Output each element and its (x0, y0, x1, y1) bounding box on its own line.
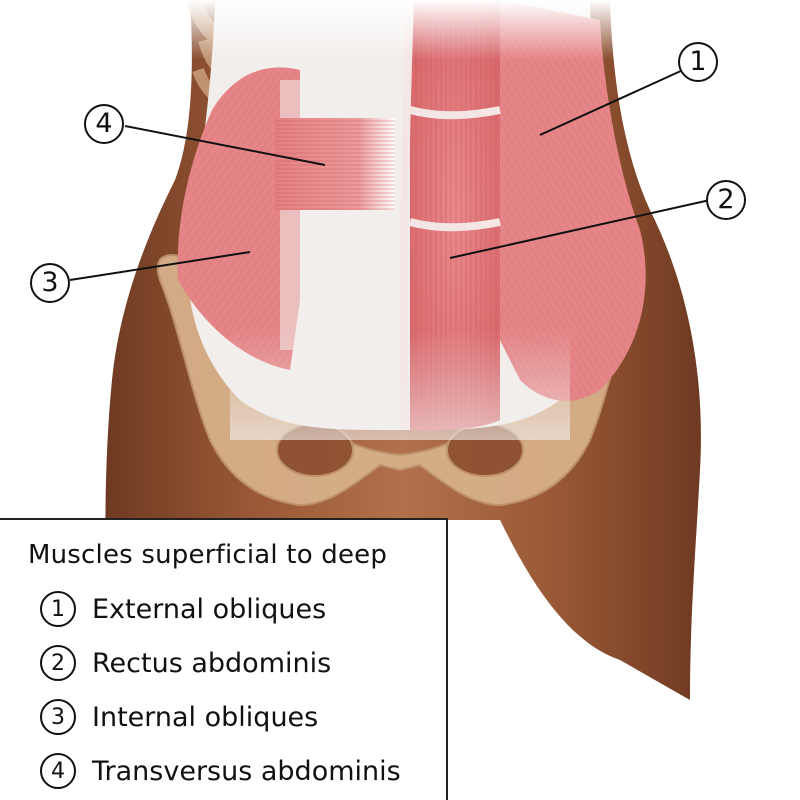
legend-item: 1 External obliques (28, 582, 446, 636)
legend-label: Rectus abdominis (92, 647, 332, 679)
callout-2: 2 (717, 184, 735, 215)
callout-4: 4 (95, 108, 113, 139)
leader-lines (69, 69, 711, 281)
legend-number: 1 (40, 591, 76, 627)
legend-item: 3 Internal obliques (28, 690, 446, 744)
rectus-abdominis-muscle (399, 0, 501, 431)
legend-label: Internal obliques (92, 701, 319, 733)
legend-number: 3 (40, 699, 76, 735)
legend-label: Transversus abdominis (92, 755, 401, 787)
legend-label: External obliques (92, 593, 327, 625)
legend-item: 4 Transversus abdominis (28, 744, 446, 798)
legend-number: 4 (40, 753, 76, 789)
legend-number: 2 (40, 645, 76, 681)
legend-item: 2 Rectus abdominis (28, 636, 446, 690)
callout-3: 3 (41, 267, 59, 298)
callout-circles (30, 42, 746, 303)
legend-box: Muscles superficial to deep 1 External o… (0, 518, 448, 800)
legend-title: Muscles superficial to deep (28, 540, 388, 570)
callout-1: 1 (689, 46, 707, 77)
